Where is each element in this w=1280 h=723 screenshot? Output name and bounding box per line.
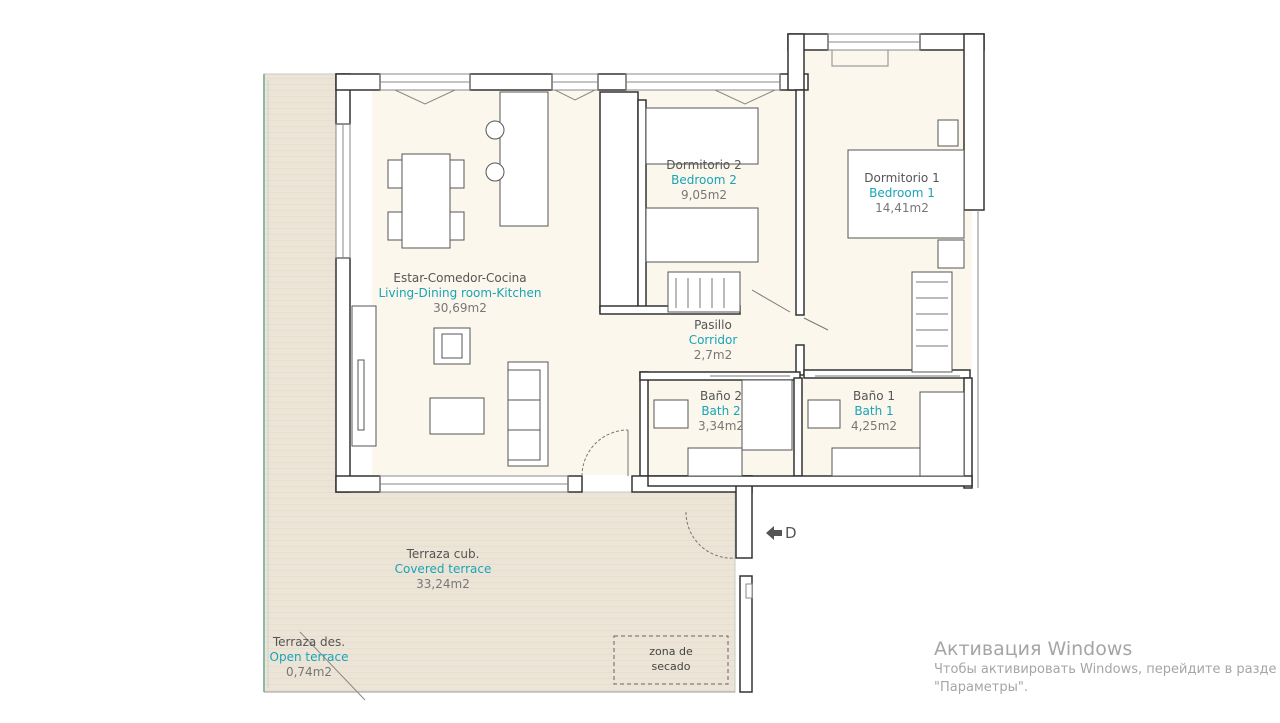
- room-area: 30,69m2: [433, 301, 487, 315]
- room-area: 0,74m2: [285, 665, 333, 679]
- room-label-open-terrace: Terraza des. Open terrace 0,74m2: [270, 635, 349, 680]
- room-name-en: Covered terrace: [394, 562, 492, 576]
- watermark-line2: "Параметры".: [934, 680, 1028, 695]
- room-name-es: Terraza des.: [272, 635, 346, 649]
- room-name-es: Dormitorio 2: [666, 158, 742, 172]
- room-area: 14,41m2: [875, 201, 929, 215]
- room-name-en: Bedroom 2: [671, 173, 737, 187]
- room-area: 2,7m2: [693, 348, 733, 362]
- entrance-label: D: [785, 524, 797, 542]
- outer-marks: [745, 210, 979, 599]
- room-name-en: Open terrace: [269, 650, 349, 664]
- windows-activation-watermark: Активация Windows Чтобы активировать Win…: [934, 637, 1280, 697]
- windows: [335, 33, 921, 493]
- room-name-es: Baño 2: [700, 389, 742, 403]
- room-label-bedroom1: Dormitorio 1 Bedroom 1 14,41m2: [864, 171, 939, 216]
- room-label-covered-terrace: Terraza cub. Covered terrace 33,24m2: [395, 547, 492, 592]
- room-label-corridor: Pasillo Corridor 2,7m2: [689, 318, 738, 363]
- room-area: 3,34m2: [697, 419, 745, 433]
- drying-zone-label: zona de secado: [649, 644, 692, 674]
- room-label-bath1: Baño 1 Bath 1 4,25m2: [851, 389, 897, 434]
- room-name-es: Baño 1: [853, 389, 895, 403]
- room-label-living: Estar-Comedor-Cocina Living-Dining room-…: [378, 271, 541, 316]
- drying-zone-line2: secado: [651, 660, 691, 673]
- doors: [581, 289, 960, 559]
- watermark-title: Активация Windows: [934, 638, 1133, 660]
- room-name-en: Bath 1: [854, 404, 894, 418]
- room-name-en: Bath 2: [701, 404, 741, 418]
- room-name-en: Bedroom 1: [869, 186, 935, 200]
- room-area: 9,05m2: [680, 188, 728, 202]
- room-name-es: Dormitorio 1: [864, 171, 940, 185]
- room-area: 33,24m2: [416, 577, 470, 591]
- arrow-left-icon: [766, 526, 782, 540]
- wardrobe-lines: [675, 278, 948, 347]
- watermark-line1: Чтобы активировать Windows, перейдите в …: [934, 662, 1277, 677]
- room-name-es: Terraza cub.: [406, 547, 480, 561]
- room-name-en: Corridor: [688, 333, 738, 347]
- furniture: [351, 91, 965, 477]
- room-name-en: Living-Dining room-Kitchen: [378, 286, 542, 300]
- room-name-es: Pasillo: [694, 318, 732, 332]
- room-name-es: Estar-Comedor-Cocina: [393, 271, 527, 285]
- drying-zone-line1: zona de: [649, 645, 693, 658]
- walls: [335, 33, 985, 693]
- room-area: 4,25m2: [850, 419, 898, 433]
- room-label-bath2: Baño 2 Bath 2 3,34m2: [698, 389, 744, 434]
- room-label-bedroom2: Dormitorio 2 Bedroom 2 9,05m2: [666, 158, 741, 203]
- entrance-marker: D: [766, 524, 797, 542]
- drying-zone-outline: [613, 635, 729, 685]
